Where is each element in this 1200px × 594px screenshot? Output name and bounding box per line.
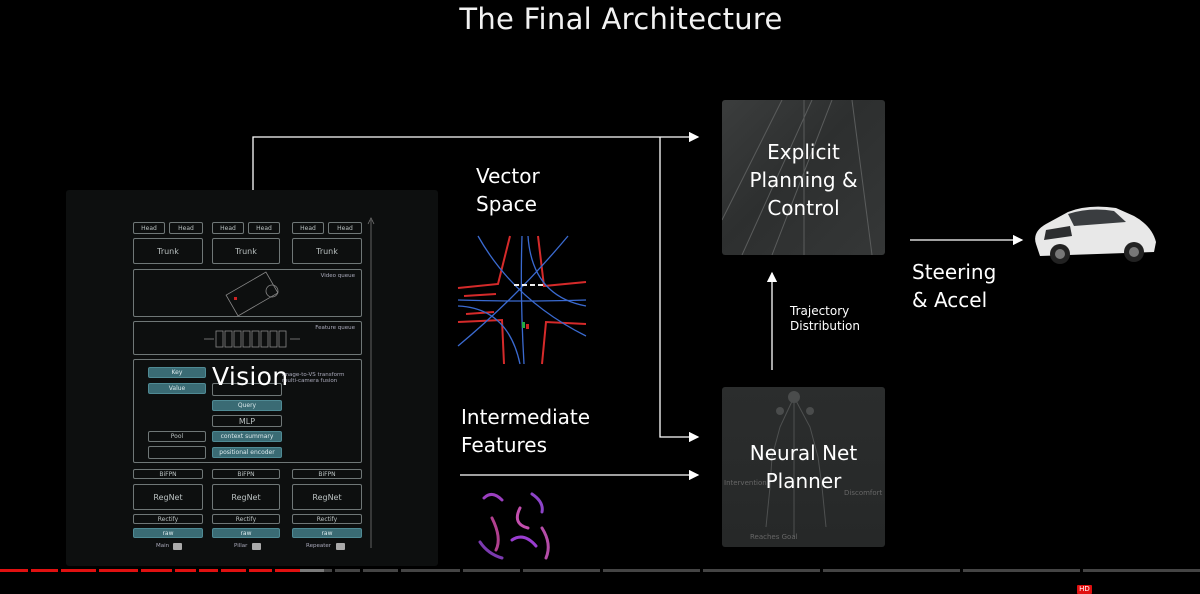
discomfort-label: Discomfort — [844, 489, 883, 497]
raw-box: raw — [292, 528, 362, 538]
video-queue-label: Video queue — [320, 273, 355, 279]
transform-note: Image-to-VS transform multi-camera fusio… — [282, 372, 345, 384]
vector-space-label: Vector Space — [476, 164, 540, 216]
rectify-box: Rectify — [212, 514, 280, 524]
key-box: Key — [148, 367, 206, 378]
attention-box — [212, 383, 282, 396]
head-box: Head — [212, 222, 244, 234]
video-played-bar — [0, 569, 300, 572]
reaches-goal-label: Reaches Goal — [750, 533, 798, 541]
vision-to-explicit-arrow — [252, 131, 700, 193]
video-buffer-bar — [300, 569, 324, 572]
explicit-planning-box: Explicit Planning & Control — [722, 100, 885, 255]
feature-queue-label: Feature queue — [315, 325, 355, 331]
mlp-box: MLP — [212, 415, 282, 427]
hd-badge[interactable]: HD — [1077, 585, 1092, 594]
camera-icon — [336, 543, 345, 550]
raw-box: raw — [133, 528, 203, 538]
rectify-box: Rectify — [133, 514, 203, 524]
raw-box: raw — [212, 528, 280, 538]
camera-icons — [173, 217, 375, 550]
neural-net-planner-box: Intervention Discomfort Reaches Goal Neu… — [722, 387, 885, 547]
bifpn-box: BiFPN — [292, 469, 362, 479]
page-title: The Final Architecture — [459, 2, 783, 36]
planner-tree-graphic — [765, 391, 827, 537]
bifpn-box: BiFPN — [133, 469, 203, 479]
head-box: Head — [169, 222, 203, 234]
video-queue-box: Video queue — [133, 269, 362, 317]
head-box: Head — [248, 222, 280, 234]
regnet-box: RegNet — [212, 484, 280, 510]
neural-net-planner-label: Neural Net Planner — [749, 441, 858, 493]
intermediate-features-label: Intermediate Features — [461, 405, 591, 457]
rectify-box: Rectify — [292, 514, 362, 524]
feature-box — [148, 446, 206, 459]
steering-accel-label: Steering & Accel — [912, 260, 997, 312]
transformer-block: Image-to-VS transform multi-camera fusio… — [133, 359, 362, 463]
camera-icon — [252, 543, 261, 550]
intervention-label: Intervention — [724, 479, 767, 487]
feature-queue-box: Feature queue — [133, 321, 362, 355]
head-box: Head — [133, 222, 165, 234]
bifpn-box: BiFPN — [212, 469, 280, 479]
regnet-box: RegNet — [292, 484, 362, 510]
pool-box: Pool — [148, 431, 206, 442]
value-box: Value — [148, 383, 206, 394]
trunk-box: Trunk — [133, 238, 203, 264]
vision-label: Vision — [212, 362, 289, 391]
head-box: Head — [292, 222, 324, 234]
regnet-box: RegNet — [133, 484, 203, 510]
feature-queue-graphic — [204, 330, 300, 348]
camera-label: Main — [156, 543, 170, 549]
branch-to-nn-arrow — [659, 137, 700, 443]
positional-encoder-box: positional encoder — [212, 447, 282, 458]
explicit-background-graphic — [722, 100, 873, 255]
head-box: Head — [328, 222, 362, 234]
trunk-box: Trunk — [212, 238, 280, 264]
trunk-box: Trunk — [292, 238, 362, 264]
camera-label: Repeater — [306, 543, 332, 549]
camera-label: Pillar — [234, 543, 248, 549]
vision-architecture-panel: Head Head Head Head Head Head Trunk Trun… — [66, 190, 438, 566]
trajectory-distribution-label: Trajectory Distribution — [790, 304, 861, 333]
explicit-planning-label: Explicit Planning & Control — [749, 140, 858, 220]
context-summary-box: context summary — [212, 431, 282, 442]
video-queue-graphic — [225, 271, 279, 317]
camera-icon — [173, 543, 182, 550]
query-box: Query — [212, 400, 282, 411]
